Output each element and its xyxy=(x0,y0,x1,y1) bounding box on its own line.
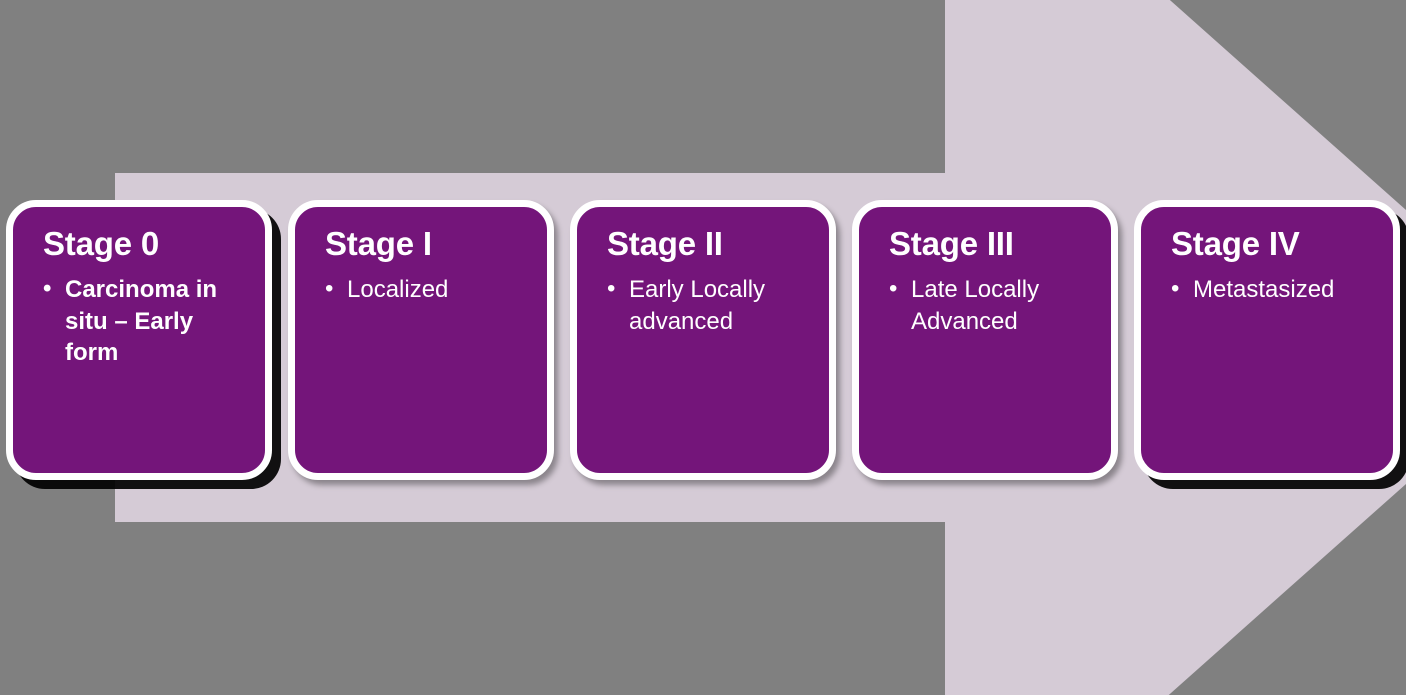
stage-card-0[interactable]: Stage 0 Carcinoma in situ – Early form xyxy=(6,200,272,480)
stage-title: Stage III xyxy=(889,225,1014,262)
stage-bullet-list: Metastasized xyxy=(1161,273,1377,306)
stage-card-2[interactable]: Stage II Early Locally advanced xyxy=(570,200,836,480)
stage-bullet-list: Carcinoma in situ – Early form xyxy=(33,273,249,370)
stage-title: Stage II xyxy=(607,225,723,262)
stage-title: Stage 0 xyxy=(43,225,159,262)
stage-bullet-list: Localized xyxy=(315,273,531,306)
stage-bullet-item: Metastasized xyxy=(1171,273,1377,306)
stage-bullet-list: Early Locally advanced xyxy=(597,273,813,338)
stage-title: Stage I xyxy=(325,225,432,262)
stage-title: Stage IV xyxy=(1171,225,1300,262)
stage-card-3[interactable]: Stage III Late Locally Advanced xyxy=(852,200,1118,480)
stage-bullet-item: Carcinoma in situ – Early form xyxy=(43,273,249,370)
stage-bullet-list: Late Locally Advanced xyxy=(879,273,1095,338)
stage-bullet-item: Localized xyxy=(325,273,531,306)
stage-bullet-item: Early Locally advanced xyxy=(607,273,813,338)
stage-bullet-item: Late Locally Advanced xyxy=(889,273,1095,338)
stage-row: Stage 0 Carcinoma in situ – Early form S… xyxy=(0,200,1406,495)
stage-card-1[interactable]: Stage I Localized xyxy=(288,200,554,480)
stage-card-4[interactable]: Stage IV Metastasized xyxy=(1134,200,1400,480)
